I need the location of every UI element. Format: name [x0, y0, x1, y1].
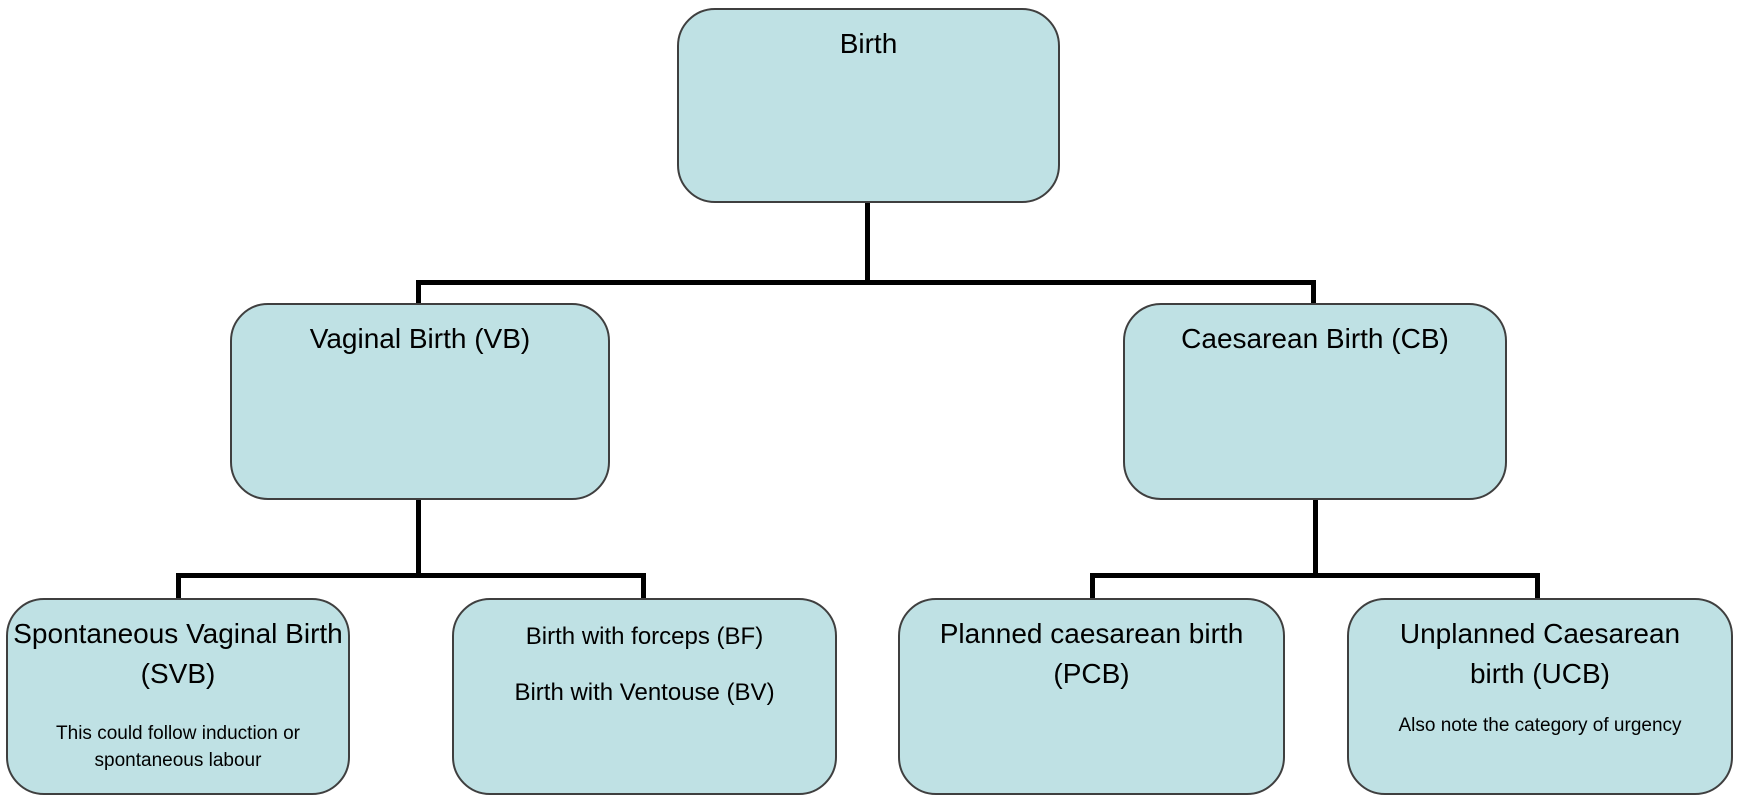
node-planned-caesarean-label: Planned caesarean birth (PCB): [939, 618, 1244, 689]
node-birth: Birth: [677, 8, 1060, 203]
connector-cb-stub: [1311, 280, 1316, 306]
node-spontaneous-vaginal-birth-label: Spontaneous Vaginal Birth (SVB): [13, 618, 343, 689]
node-unplanned-caesarean-note: Also note the category of urgency: [1398, 715, 1682, 736]
node-planned-caesarean: Planned caesarean birth (PCB): [898, 598, 1285, 795]
connector-birth-down: [865, 203, 870, 285]
node-spontaneous-vaginal-birth-note: This could follow induction or spontaneo…: [56, 723, 300, 771]
node-forceps-label: Birth with forceps (BF): [525, 623, 764, 650]
connector-vb-down: [416, 500, 421, 578]
node-vaginal-birth-label: Vaginal Birth (VB): [309, 323, 531, 354]
node-ventouse-label: Birth with Ventouse (BV): [514, 679, 775, 706]
node-caesarean-birth-label: Caesarean Birth (CB): [1181, 323, 1449, 354]
connector-ucb-stub: [1535, 573, 1540, 600]
node-unplanned-caesarean: Unplanned Caesarean birth (UCB) Also not…: [1347, 598, 1733, 795]
connector-cb-down: [1313, 500, 1318, 578]
node-spontaneous-vaginal-birth: Spontaneous Vaginal Birth (SVB) This cou…: [6, 598, 350, 795]
node-forceps-ventouse: Birth with forceps (BF) Birth with Vento…: [452, 598, 837, 795]
connector-bfbv-stub: [641, 573, 646, 600]
node-caesarean-birth: Caesarean Birth (CB): [1123, 303, 1507, 500]
connector-pcb-stub: [1090, 573, 1095, 600]
connector-cb-children-horizontal: [1090, 573, 1540, 578]
connector-level2-horizontal: [416, 280, 1316, 285]
connector-svb-stub: [176, 573, 181, 600]
node-birth-label: Birth: [839, 28, 898, 59]
node-unplanned-caesarean-label: Unplanned Caesarean birth (UCB): [1399, 618, 1681, 689]
node-vaginal-birth: Vaginal Birth (VB): [230, 303, 610, 500]
connector-vb-children-horizontal: [176, 573, 646, 578]
connector-vb-stub: [416, 280, 421, 306]
